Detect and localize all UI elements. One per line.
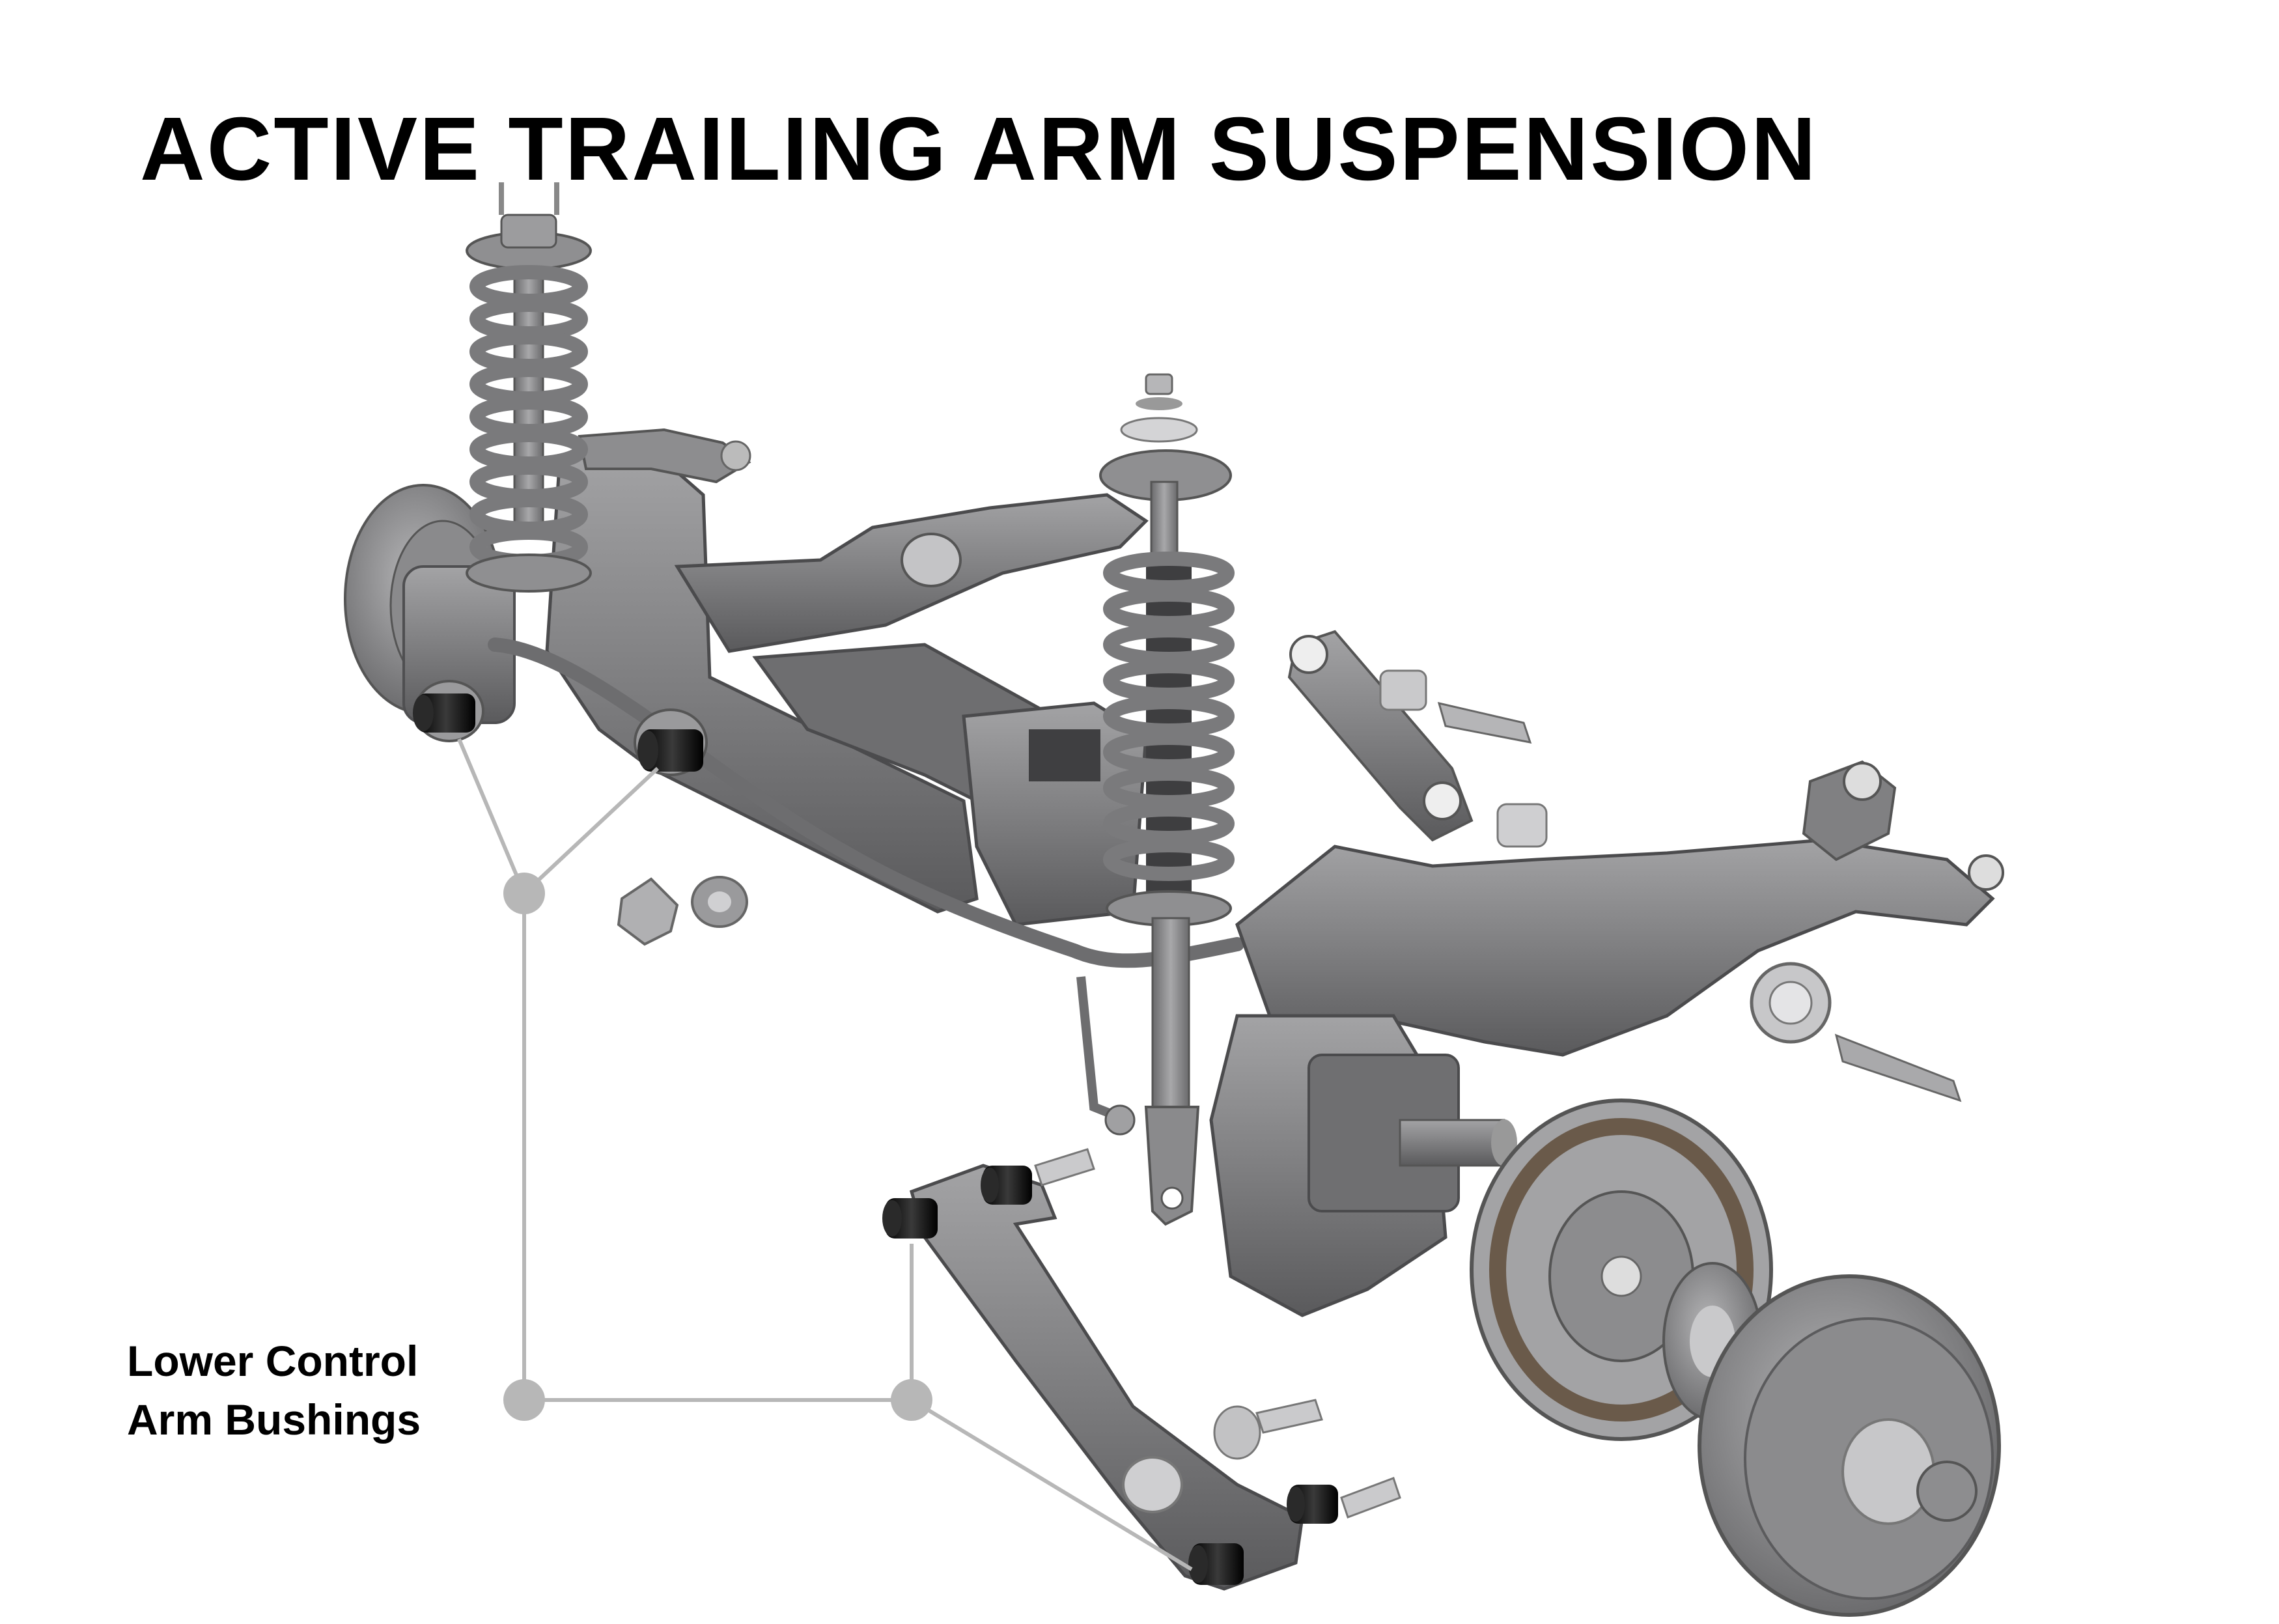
sway-bar-link	[1076, 976, 1128, 1125]
page-title: ACTIVE TRAILING ARM SUSPENSION	[140, 99, 1818, 199]
left-brake-drum	[344, 484, 516, 724]
rear-subframe	[545, 428, 1149, 927]
callout-dot-right	[891, 1379, 932, 1421]
sway-link-joint	[1104, 1104, 1136, 1136]
lower-arm-rear-bushing-b	[1287, 1485, 1338, 1524]
left-coilover-strut	[466, 182, 592, 593]
callout-dot-upper	[503, 873, 545, 914]
sway-bar	[488, 637, 1244, 968]
brake-drum	[1698, 1274, 2001, 1617]
right-coilover-strut	[1099, 373, 1235, 1226]
right-trailing-arm	[1209, 760, 2004, 1317]
exploded-upper-link	[1287, 630, 1548, 848]
callout-dot-left	[503, 1379, 545, 1421]
upper-left-bushing	[413, 680, 484, 742]
lower-control-arm	[909, 1148, 1401, 1591]
callout-leader-lines	[457, 738, 1193, 1571]
lower-arm-front-bushing-b	[981, 1166, 1032, 1205]
sway-bar-clamp	[617, 876, 748, 946]
bushing-callout-label: Lower Control Arm Bushings	[127, 1332, 421, 1449]
callout-line-1: Lower Control	[127, 1337, 419, 1385]
lower-arm-front-bushing-a	[882, 1198, 938, 1239]
callout-line-2: Arm Bushings	[127, 1395, 421, 1444]
lower-arm-rear-bushing-a	[1188, 1543, 1244, 1585]
upper-right-bushing	[634, 708, 708, 776]
